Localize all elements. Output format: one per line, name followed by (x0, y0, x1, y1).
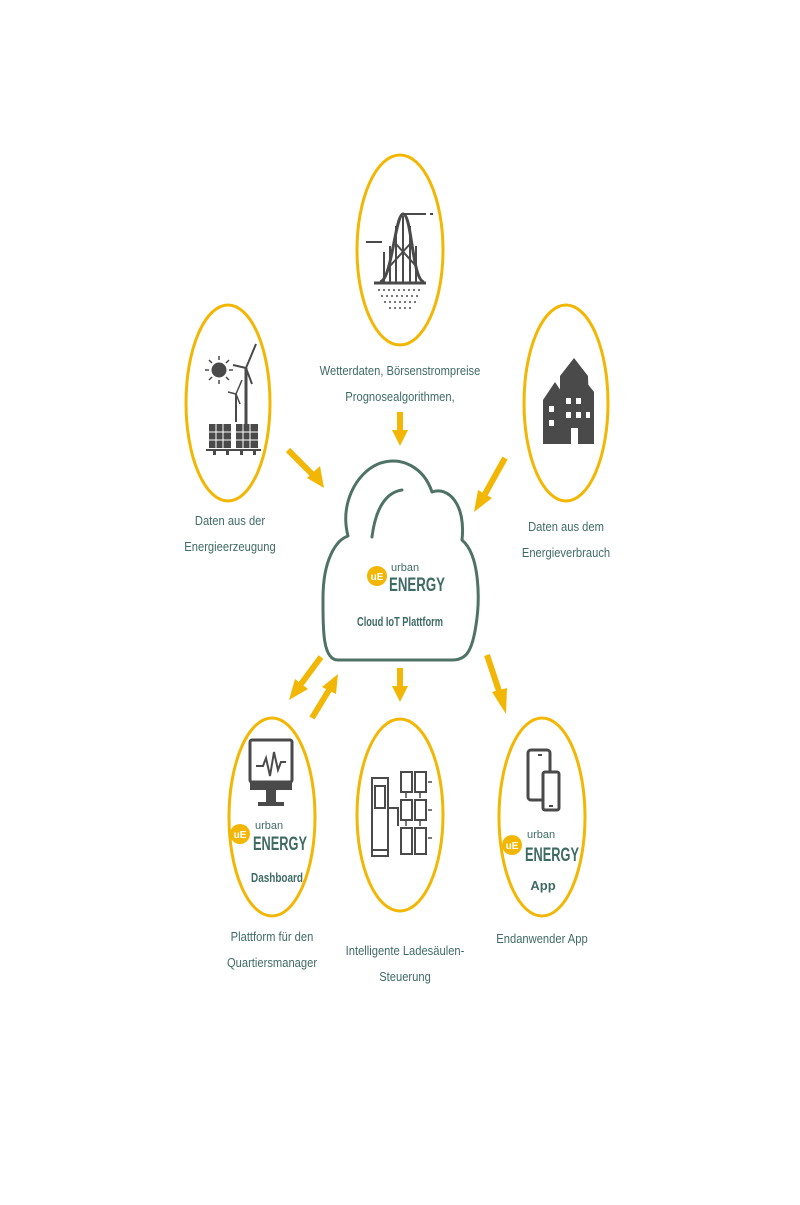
monitor-icon (248, 738, 294, 806)
arrow-generation-to-cloud (285, 447, 324, 488)
svg-text:uE: uE (371, 572, 384, 583)
arrow-dashboard-to-cloud (309, 674, 338, 720)
caption-line: Energieerzeugung (184, 539, 276, 554)
cloud-label: Cloud IoT Plattform (357, 614, 443, 629)
arrow-cloud-to-dashboard (289, 655, 324, 700)
caption-line: Wetterdaten, Börsenstrompreise (319, 363, 481, 378)
solar-wind-icon (205, 343, 261, 455)
caption-line: Prognosealgorithmen, (345, 389, 455, 404)
charging-caption: Intelligente Ladesäulen- Steuerung (328, 938, 483, 990)
forecast-curve-icon (366, 212, 433, 309)
svg-text:urban: urban (391, 562, 419, 574)
app-product-label: App (530, 878, 555, 893)
weather-circle (355, 153, 445, 347)
cloud-outline (321, 459, 480, 662)
generation-circle (184, 303, 272, 503)
caption-line: Energieverbrauch (521, 545, 611, 560)
dashboard-product-label: Dashboard (251, 870, 303, 885)
cloud-inner-arc (370, 488, 404, 539)
svg-text:uE: uE (234, 830, 247, 841)
smartphone-tablet-icon (526, 748, 561, 812)
svg-text:ENERGY: ENERGY (389, 575, 445, 596)
svg-text:ENERGY: ENERGY (253, 834, 307, 855)
cloud (321, 459, 480, 662)
arrow-cloud-to-charging (392, 668, 408, 702)
caption-line: Endanwender App (496, 931, 588, 946)
app-brand-logo: uE urban ENERGY (502, 829, 579, 866)
svg-text:urban: urban (527, 829, 555, 841)
arrow-weather-to-cloud (392, 412, 408, 446)
weather-caption: Wetterdaten, Börsenstrompreise Prognosea… (297, 358, 503, 410)
charging-station-icon (371, 771, 432, 857)
dashboard-brand-logo: uE urban ENERGY (230, 820, 307, 855)
generation-caption: Daten aus der Energieerzeugung (161, 508, 299, 560)
dashboard-caption: Plattform für den Quartiersmanager (203, 924, 341, 976)
caption-line: Intelligente Ladesäulen- (345, 943, 465, 958)
houses-icon (543, 358, 594, 444)
caption-line: Steuerung (379, 969, 431, 984)
svg-text:ENERGY: ENERGY (525, 845, 579, 866)
svg-text:urban: urban (255, 820, 283, 832)
caption-line: Daten aus dem (528, 519, 604, 534)
arrow-cloud-to-app (484, 654, 507, 714)
consumption-caption: Daten aus dem Energieverbrauch (497, 514, 635, 566)
app-caption: Endanwender App (473, 926, 611, 952)
caption-line: Plattform für den (230, 929, 314, 944)
cloud-brand-logo: uE urban ENERGY (367, 562, 445, 596)
caption-line: Quartiersmanager (226, 955, 318, 970)
app-circle (497, 716, 587, 918)
arrow-consumption-to-cloud (474, 456, 508, 512)
arrows (285, 412, 508, 720)
caption-line: Daten aus der (194, 513, 266, 528)
svg-text:uE: uE (506, 841, 519, 852)
